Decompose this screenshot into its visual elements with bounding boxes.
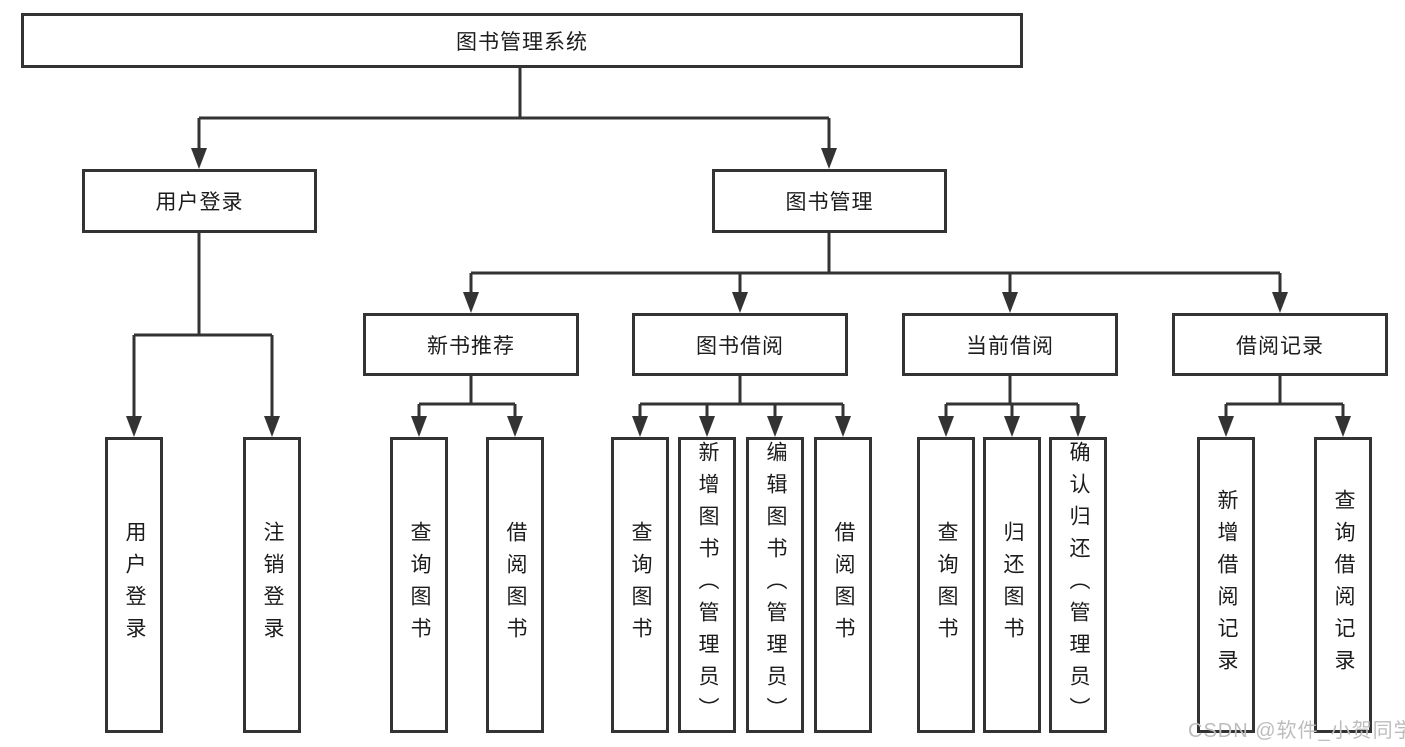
node-leaf-add-borrow-record: 新增借阅记录 (1197, 437, 1255, 733)
node-leaf-query-books-3-label: 查询图书 (935, 521, 958, 649)
node-leaf-borrow-books-2-label: 借阅图书 (832, 521, 855, 649)
node-leaf-query-borrow-record-label: 查询借阅记录 (1332, 489, 1355, 681)
node-library-management-system-label: 图书管理系统 (456, 30, 588, 54)
node-leaf-add-books-admin: 新增图书（管理员） (678, 437, 736, 733)
node-current-borrowing-label: 当前借阅 (966, 334, 1054, 358)
node-leaf-query-books-1-label: 查询图书 (408, 521, 431, 649)
node-leaf-return-books: 归还图书 (983, 437, 1041, 733)
node-leaf-add-borrow-record-label: 新增借阅记录 (1215, 489, 1238, 681)
node-book-management-label: 图书管理 (785, 191, 874, 214)
node-leaf-query-books-2: 查询图书 (611, 437, 669, 733)
node-leaf-query-books-2-label: 查询图书 (629, 521, 652, 649)
node-leaf-add-books-admin-label: 新增图书（管理员） (696, 441, 719, 729)
node-leaf-edit-books-admin-label: 编辑图书（管理员） (764, 441, 787, 729)
node-leaf-return-books-label: 归还图书 (1001, 521, 1024, 649)
node-new-book-recommendation: 新书推荐 (363, 313, 579, 376)
node-new-book-recommendation-label: 新书推荐 (427, 334, 515, 358)
arrowhead-icons (126, 148, 1351, 437)
node-leaf-borrow-books-1: 借阅图书 (486, 437, 544, 733)
node-leaf-user-login-label: 用户登录 (123, 521, 146, 649)
node-leaf-user-login: 用户登录 (105, 437, 163, 733)
node-leaf-query-books-3: 查询图书 (917, 437, 975, 733)
watermark: CSDN @软件_小贺同学 (1188, 720, 1405, 742)
node-leaf-confirm-return-admin-label: 确认归还（管理员） (1067, 441, 1090, 729)
node-leaf-logout-label: 注销登录 (261, 521, 284, 649)
node-borrowing-records: 借阅记录 (1172, 313, 1388, 376)
node-current-borrowing: 当前借阅 (902, 313, 1118, 376)
node-leaf-logout: 注销登录 (243, 437, 301, 733)
node-user-login: 用户登录 (82, 169, 317, 233)
node-leaf-query-borrow-record: 查询借阅记录 (1314, 437, 1372, 733)
node-library-management-system: 图书管理系统 (21, 13, 1023, 68)
node-leaf-confirm-return-admin: 确认归还（管理员） (1049, 437, 1107, 733)
node-user-login-label: 用户登录 (155, 191, 244, 214)
node-leaf-query-books-1: 查询图书 (390, 437, 448, 733)
node-borrowing-records-label: 借阅记录 (1236, 334, 1324, 358)
node-book-borrowing-label: 图书借阅 (696, 334, 784, 358)
node-leaf-borrow-books-1-label: 借阅图书 (504, 521, 527, 649)
node-leaf-borrow-books-2: 借阅图书 (814, 437, 872, 733)
node-leaf-edit-books-admin: 编辑图书（管理员） (746, 437, 804, 733)
node-book-borrowing: 图书借阅 (632, 313, 848, 376)
node-book-management: 图书管理 (712, 169, 947, 233)
